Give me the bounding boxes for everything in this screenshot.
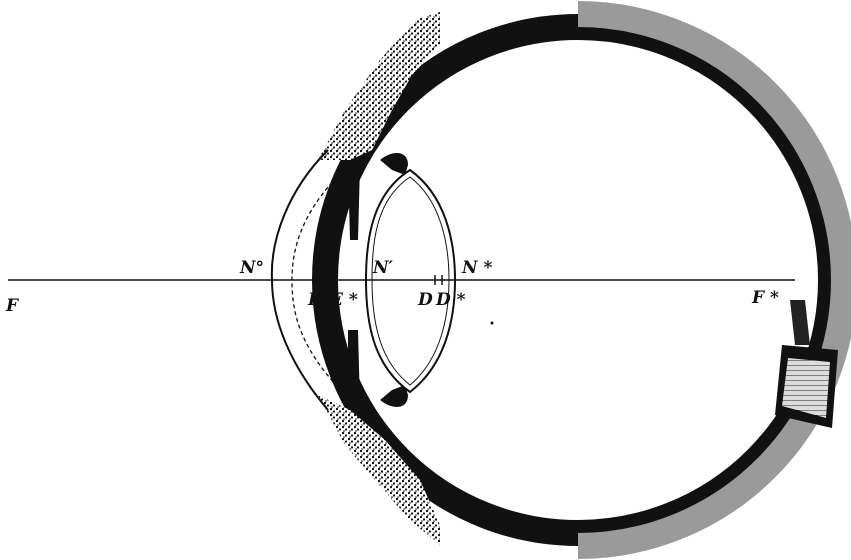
- label-d-star: D *: [435, 290, 466, 310]
- label-n-prime: N′: [372, 258, 394, 278]
- optic-nerve: [775, 345, 838, 428]
- label-e: E: [307, 290, 322, 310]
- label-e-star: E *: [329, 290, 358, 310]
- posterior-dot: [491, 322, 494, 325]
- label-f-left: F: [5, 296, 20, 316]
- choroid-dark-patch: [790, 300, 810, 345]
- label-n-degree: N°: [239, 258, 264, 278]
- label-d: D: [417, 290, 433, 310]
- label-f-star: F *: [751, 288, 779, 308]
- label-n-star: N *: [461, 258, 492, 278]
